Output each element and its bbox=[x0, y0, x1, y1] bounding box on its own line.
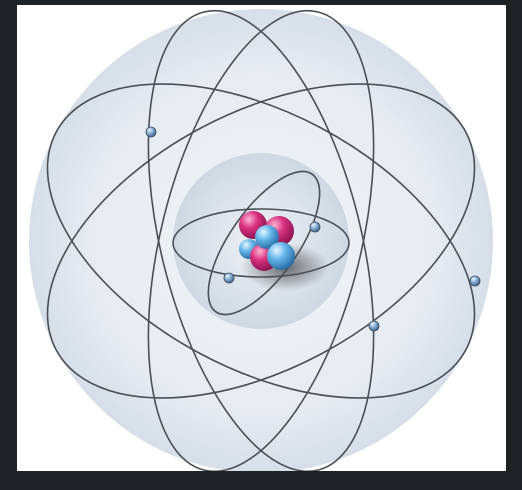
electron bbox=[310, 222, 320, 232]
electron bbox=[146, 127, 156, 137]
electron bbox=[369, 321, 379, 331]
electron bbox=[224, 273, 234, 283]
atom-illustration bbox=[17, 5, 506, 471]
atom-diagram bbox=[17, 5, 506, 471]
electron bbox=[470, 276, 480, 286]
neutron bbox=[267, 242, 295, 270]
